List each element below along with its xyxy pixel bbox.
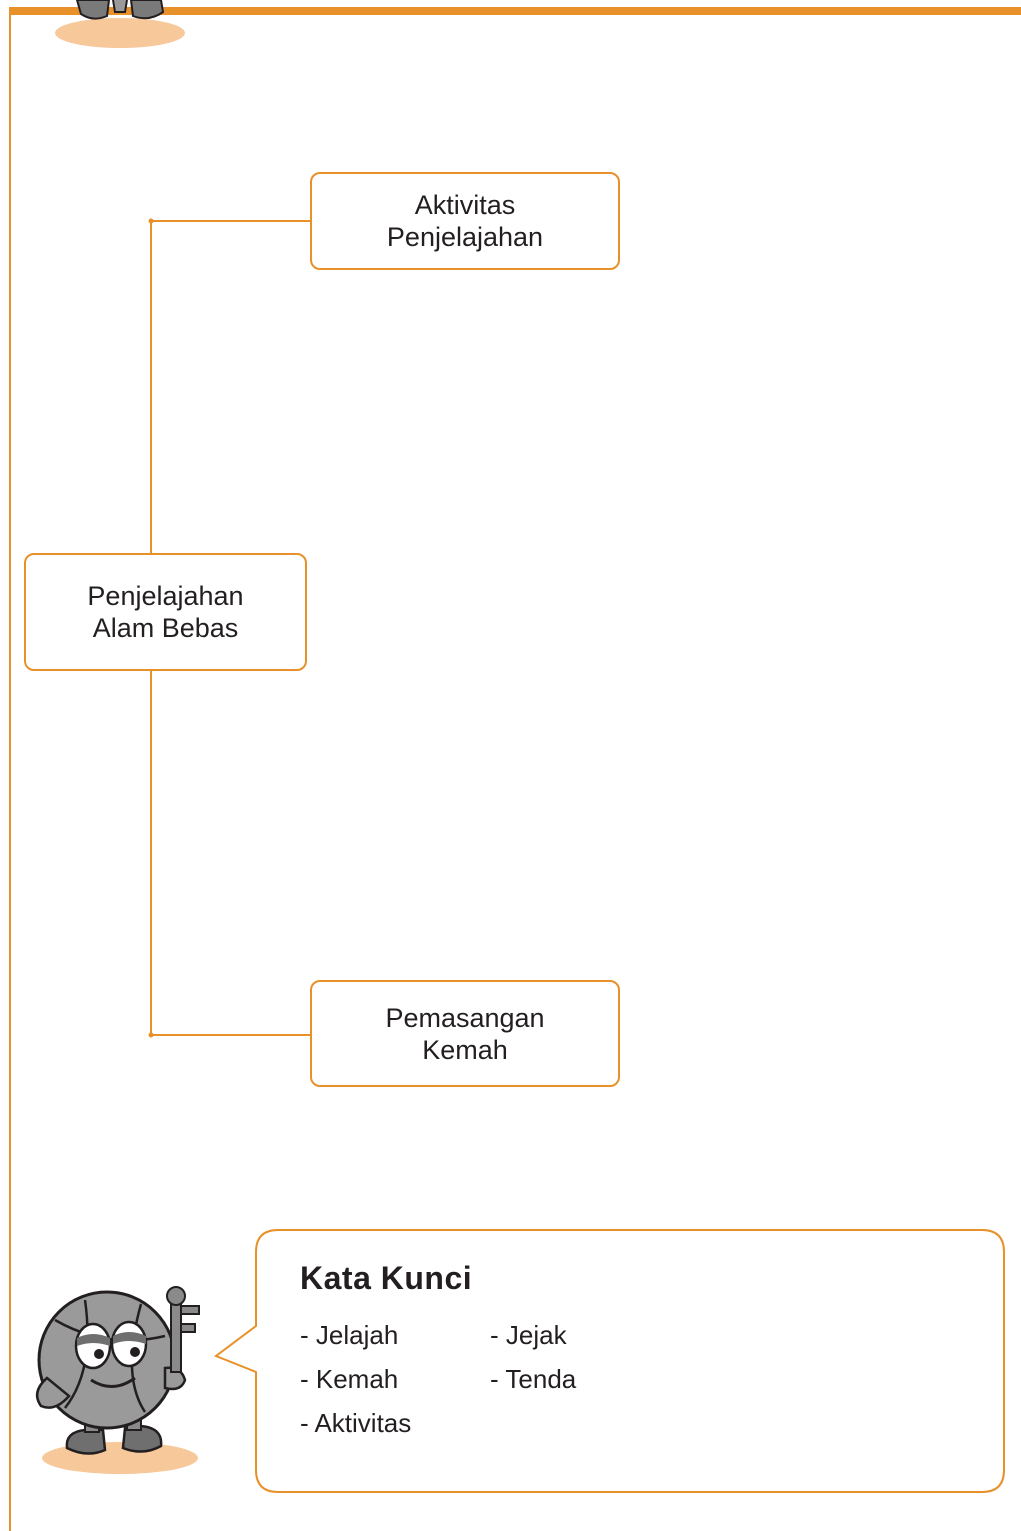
branch-node-aktivitas-penjelajahan: Aktivitas Penjelajahan: [310, 172, 620, 270]
node-line-1: Pemasangan: [385, 1002, 545, 1033]
node-line-2: Alam Bebas: [92, 613, 239, 643]
node-line-2: Penjelajahan: [386, 222, 544, 252]
node-line-2: Kemah: [422, 1034, 508, 1065]
keyword-item: - Tenda: [490, 1364, 577, 1394]
top-accent-bar: [9, 7, 1021, 15]
keyword-item: - Kemah: [300, 1364, 399, 1394]
keyword-item: - Aktivitas: [300, 1408, 412, 1438]
node-line-1: Penjelajahan: [87, 581, 244, 611]
left-accent-rule: [9, 7, 11, 1531]
branch-node-pemasangan-kemah: Pemasangan Kemah: [310, 980, 620, 1087]
node-line-1: Aktivitas: [414, 190, 516, 220]
keyword-box: Kata Kunci - Jelajah - Jejak - Kemah - T…: [300, 1258, 980, 1438]
keyword-list: - Jelajah - Jejak - Kemah - Tenda - Akti…: [300, 1320, 980, 1438]
keyword-item: - Jejak: [490, 1320, 567, 1350]
root-node-penjelajahan-alam-bebas: Penjelajahan Alam Bebas: [24, 553, 307, 671]
mascot-feet-icon: [55, 0, 185, 48]
key-mascot-icon: [35, 1286, 200, 1474]
keyword-item: - Jelajah: [300, 1320, 399, 1350]
keyword-title: Kata Kunci: [300, 1260, 473, 1296]
